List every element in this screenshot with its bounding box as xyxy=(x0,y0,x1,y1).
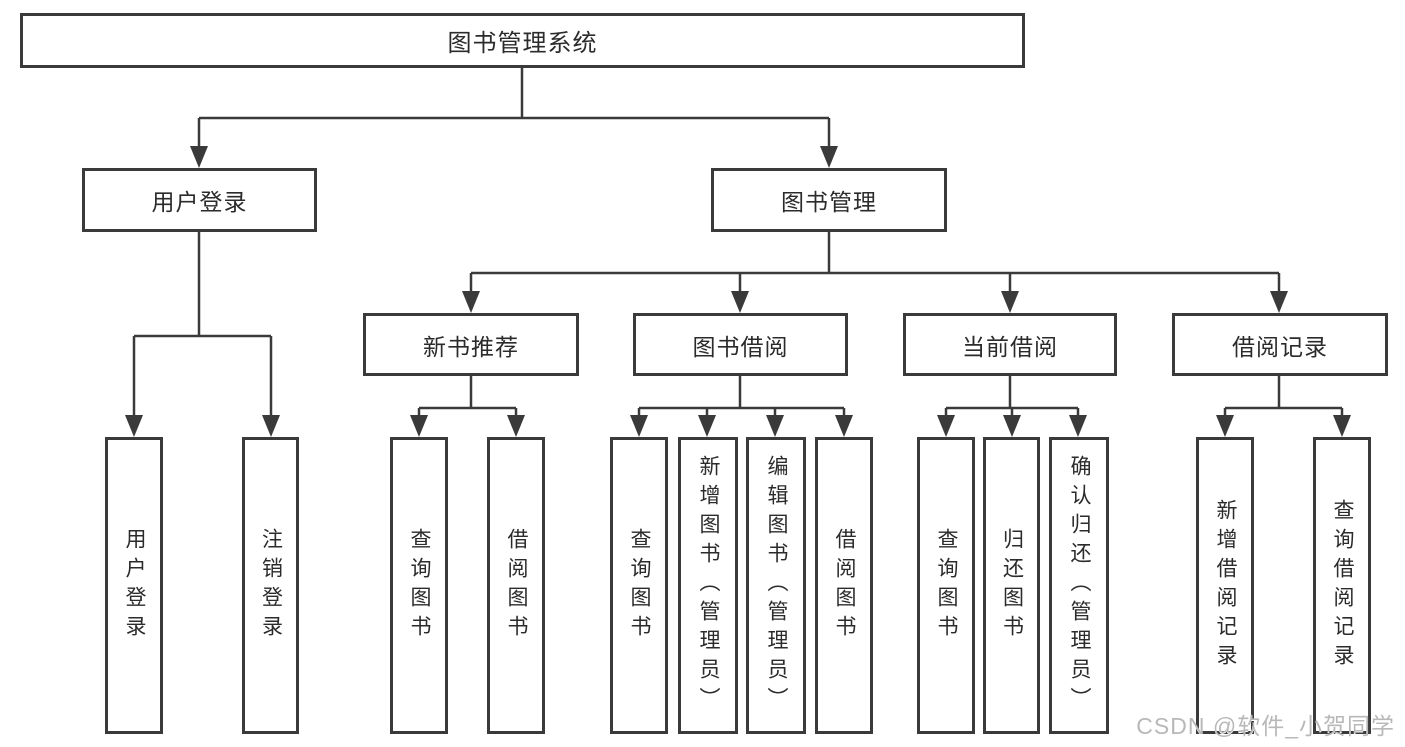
node-book-borrowing: 图书借阅 xyxy=(633,313,848,376)
arrowheads xyxy=(125,146,1351,437)
node-label: 图书管理系统 xyxy=(447,30,598,57)
node-library-management-system: 图书管理系统 xyxy=(20,13,1025,68)
node-label: 确认归还（管理员） xyxy=(1068,455,1091,716)
node-label: 用户登录 xyxy=(151,189,248,215)
leaf-query-books: 查询图书 xyxy=(390,437,448,734)
node-label: 编辑图书（管理员） xyxy=(765,455,788,716)
node-label: 新增图书（管理员） xyxy=(697,455,720,716)
node-new-book-recommendation: 新书推荐 xyxy=(363,313,579,376)
leaf-query-books-2: 查询图书 xyxy=(610,437,668,734)
leaf-return-books: 归还图书 xyxy=(983,437,1040,734)
leaf-edit-books-admin: 编辑图书（管理员） xyxy=(746,437,806,734)
leaf-borrow-books-2: 借阅图书 xyxy=(815,437,873,734)
node-label: 当前借阅 xyxy=(962,333,1058,360)
node-user-login: 用户登录 xyxy=(82,168,317,232)
node-label: 查询图书 xyxy=(628,527,651,644)
node-label: 图书借阅 xyxy=(692,333,789,360)
node-label: 借阅图书 xyxy=(505,527,528,644)
node-label: 归还图书 xyxy=(1000,527,1024,644)
leaf-logout: 注销登录 xyxy=(242,437,299,734)
leaf-query-borrow-record: 查询借阅记录 xyxy=(1313,437,1371,734)
leaf-confirm-return-admin: 确认归还（管理员） xyxy=(1049,437,1109,734)
leaf-user-login: 用户登录 xyxy=(105,437,163,734)
leaf-add-borrow-record: 新增借阅记录 xyxy=(1196,437,1254,734)
leaf-add-books-admin: 新增图书（管理员） xyxy=(678,437,738,734)
node-label: 借阅记录 xyxy=(1232,333,1328,360)
node-current-borrowing: 当前借阅 xyxy=(903,313,1117,376)
node-label: 查询借阅记录 xyxy=(1331,498,1354,673)
leaf-query-books-3: 查询图书 xyxy=(917,437,975,734)
node-label: 图书管理 xyxy=(781,189,877,215)
node-borrowing-records: 借阅记录 xyxy=(1172,313,1388,376)
csdn-watermark: CSDN @软件_小贺同学 xyxy=(1136,713,1395,739)
node-label: 新增借阅记录 xyxy=(1214,498,1237,673)
node-label: 查询图书 xyxy=(935,527,958,644)
node-label: 用户登录 xyxy=(123,527,146,644)
node-label: 新书推荐 xyxy=(423,333,519,360)
leaf-borrow-books: 借阅图书 xyxy=(487,437,545,734)
node-book-management: 图书管理 xyxy=(711,168,947,232)
node-label: 注销登录 xyxy=(259,527,283,644)
node-label: 借阅图书 xyxy=(833,527,856,644)
node-label: 查询图书 xyxy=(408,527,431,644)
